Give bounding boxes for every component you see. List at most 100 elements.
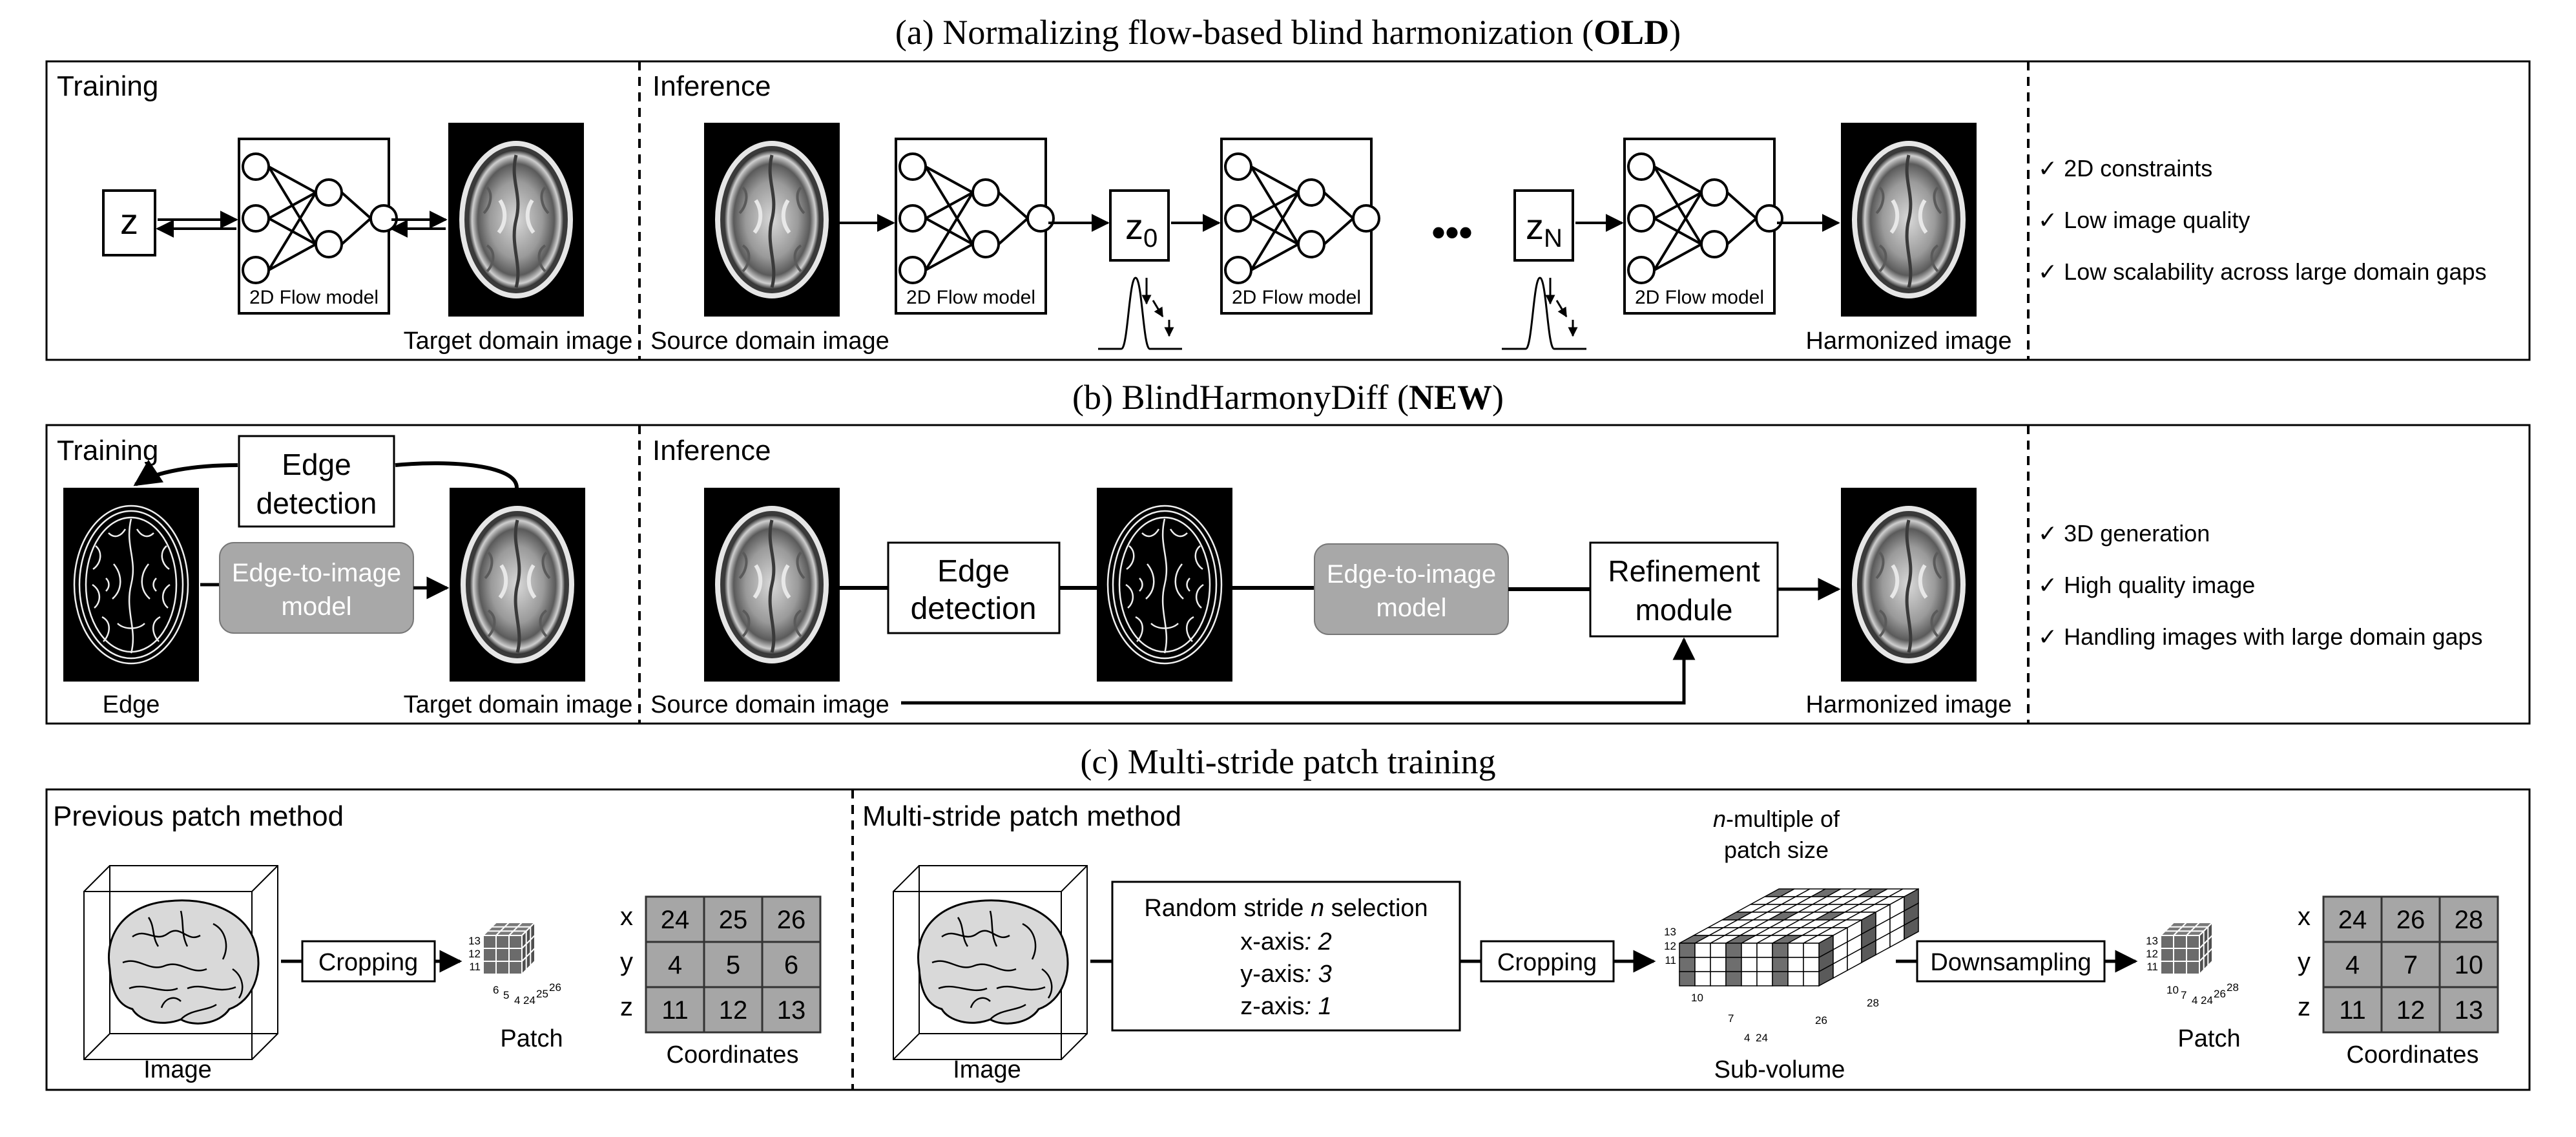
sub-volume-front-cell [1787, 943, 1804, 958]
patch-new-bottom-tick: 7 [2181, 989, 2186, 1001]
sub-volume-left-tick: 11 [1665, 954, 1676, 966]
edge-label: Edge [103, 691, 160, 718]
n-multiple-title-2: patch size [1724, 837, 1829, 863]
zn-label: zN [1526, 206, 1563, 253]
sub-volume-front-cell [1772, 943, 1789, 958]
sub-volume-front-cell [1725, 957, 1742, 972]
coordinate-cell [2438, 895, 2499, 943]
coord-axis-y: y [620, 948, 633, 976]
stride-x-axis: x-axis: 2 [1240, 928, 1332, 955]
sub-volume-front-cell [1756, 957, 1773, 972]
panel-b-inference-label: Inference [652, 435, 771, 466]
target-domain-label-a: Target domain image [404, 328, 633, 355]
sub-volume-front-cell [1710, 943, 1727, 958]
sub-volume-front-cell [1741, 971, 1758, 986]
downsampling-label: Downsampling [1930, 949, 2091, 976]
panel-b-training-label: Training [57, 435, 158, 466]
source-skip-arrow [901, 637, 1696, 705]
check-b-1: ✓ 3D generation [2038, 520, 2210, 547]
coordinate-cell [2438, 941, 2499, 988]
sub-volume-front-cell [1803, 957, 1820, 972]
zn-gaussian-icon [1502, 276, 1586, 350]
sub-volume-bottom-tick: 28 [1867, 997, 1879, 1009]
panel-b-frame [45, 424, 2531, 725]
sub-volume-front-cell [1694, 943, 1711, 958]
sub-volume-front-cell [1756, 943, 1773, 958]
patch-new-bottom-ticks: 10 7 4 24 26 28 [2166, 981, 2239, 1007]
panel-c-title: (c) Multi-stride patch training [1080, 742, 1495, 781]
flow-model-label-inf2: 2D Flow model [1232, 287, 1361, 308]
sub-volume-front-cell [1694, 971, 1711, 986]
sub-volume-front-cell [1803, 943, 1820, 958]
source-domain-mri-a [704, 123, 840, 317]
coordinate-cell [761, 895, 822, 943]
panel-b-checklist: ✓ 3D generation ✓ High quality image ✓ H… [2038, 520, 2483, 650]
sub-volume-left-ticks: 13 12 11 [1664, 926, 1676, 966]
coordinate-value: 12 [719, 996, 748, 1025]
panel-b-title: (b) BlindHarmonyDiff (NEW) [1072, 378, 1504, 417]
sub-volume-front-cell [1741, 957, 1758, 972]
patch-new-left-tick: 11 [2146, 961, 2158, 973]
edge-to-image-label-train-2: model [282, 592, 352, 621]
sub-volume-front-cell [1679, 971, 1696, 986]
brain-volume-icon-new [892, 864, 1088, 1061]
z0-label: z0 [1125, 206, 1158, 253]
sub-volume-bottom-tick: 4 [1744, 1032, 1750, 1044]
cropping-label-new: Cropping [1497, 949, 1597, 976]
sub-volume-bottom-tick: 7 [1728, 1012, 1734, 1025]
check-a-1: ✓ 2D constraints [2038, 155, 2212, 182]
stride-y-axis: y-axis: 3 [1240, 961, 1332, 988]
patch-prev-bottom-tick: 24 [523, 994, 535, 1007]
check-a-3: ✓ Low scalability across large domain ga… [2038, 258, 2487, 285]
coordinates-label-prev: Coordinates [667, 1041, 799, 1069]
z0-box [1109, 189, 1170, 262]
source-domain-label-a: Source domain image [650, 328, 889, 355]
coordinate-value: 10 [2455, 951, 2484, 979]
patch-label-new: Patch [2177, 1025, 2240, 1052]
image-label-new: Image [953, 1056, 1021, 1083]
z-latent-box [102, 189, 156, 256]
target-to-edge-detect-path [395, 461, 519, 488]
coordinate-value: 25 [719, 906, 748, 934]
coord-axis-letters-prev: x y z [620, 902, 633, 1021]
flow-model-label-train: 2D Flow model [249, 287, 379, 308]
target-domain-mri-b [450, 488, 585, 682]
coordinate-value: 4 [668, 951, 682, 979]
patch-prev-bottom-tick: 5 [503, 989, 509, 1001]
patch-new-left-ticks: 13 12 11 [2146, 935, 2158, 973]
sub-volume-side-cell [1904, 916, 1919, 941]
image-label-prev: Image [143, 1056, 212, 1083]
sub-volume-front-cell [1787, 957, 1804, 972]
coordinate-cell [761, 986, 822, 1034]
patch-prev-left-ticks: 13 12 11 [468, 935, 481, 973]
refinement-label-2: module [1636, 593, 1733, 627]
panel-a-inference-label: Inference [652, 70, 771, 102]
stride-z-axis: z-axis: 1 [1240, 993, 1332, 1020]
coord-axis-x: x [2298, 902, 2311, 931]
sub-volume-front-cell [1725, 943, 1742, 958]
coordinate-value: 24 [2338, 906, 2367, 934]
panel-c-frame [45, 788, 2531, 1091]
target-domain-label-b: Target domain image [404, 691, 633, 718]
coordinate-value: 11 [661, 996, 689, 1025]
coordinate-value: 12 [2396, 996, 2425, 1025]
patch-prev-left-tick: 11 [469, 961, 481, 973]
panel-a-title: (a) Normalizing flow-based blind harmoni… [895, 13, 1681, 52]
coord-axis-z: z [2298, 993, 2311, 1021]
edge-detection-box-inf [887, 541, 1061, 634]
coordinate-value: 4 [2345, 951, 2360, 979]
harmonized-label-b: Harmonized image [1806, 691, 2012, 718]
coordinate-value: 28 [2455, 906, 2484, 934]
coordinate-value: 13 [2455, 996, 2484, 1025]
check-b-2: ✓ High quality image [2038, 572, 2255, 598]
edge-detection-label-inf-2: detection [911, 592, 1037, 626]
coordinate-value: 11 [2339, 996, 2366, 1025]
coordinate-value: 7 [2404, 951, 2418, 979]
edge-detection-label-train-2: detection [256, 486, 377, 520]
check-a-2: ✓ Low image quality [2038, 207, 2250, 233]
sub-volume-front-cell [1710, 971, 1727, 986]
sub-volume-front-cell [1679, 957, 1696, 972]
patch-cube-prev [483, 922, 535, 975]
patch-new-bottom-tick: 24 [2201, 994, 2213, 1007]
sub-volume-front-cell [1756, 971, 1773, 986]
